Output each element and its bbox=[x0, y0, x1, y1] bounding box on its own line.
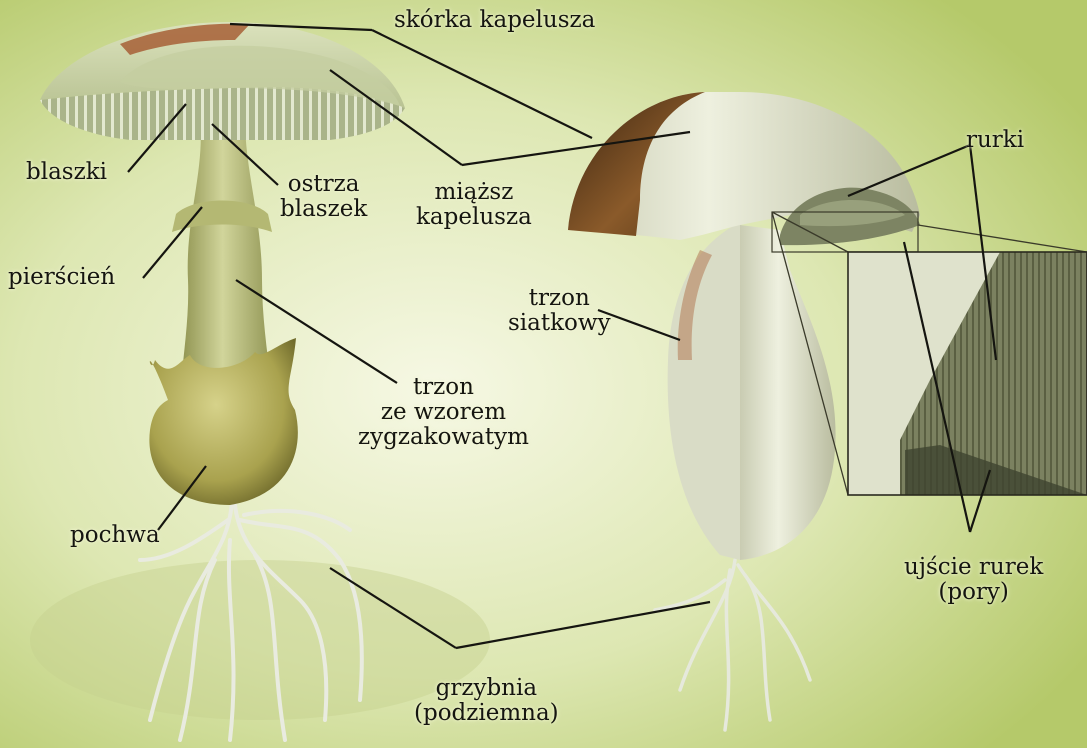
label-grzybnia-line1: grzybnia bbox=[414, 676, 559, 701]
label-trzon-siatkowy: trzon siatkowy bbox=[508, 286, 611, 336]
label-rurki: rurki bbox=[966, 128, 1024, 153]
label-miazsz-line1: miąższ bbox=[416, 180, 532, 205]
label-blaszki: blaszki bbox=[26, 160, 107, 185]
label-trzon-siatkowy-line1: trzon bbox=[508, 286, 611, 311]
label-grzybnia-line2: (podziemna) bbox=[414, 701, 559, 726]
label-ujscie-line2: (pory) bbox=[904, 580, 1043, 605]
label-ujscie-rurek: ujście rurek (pory) bbox=[904, 555, 1043, 605]
label-trzon-zygzak-line3: zygzakowatym bbox=[358, 425, 529, 450]
label-ostrza-blaszek-line1: ostrza bbox=[280, 172, 367, 197]
label-miazsz-kapelusza: miąższ kapelusza bbox=[416, 180, 532, 230]
label-ujscie-line1: ujście rurek bbox=[904, 555, 1043, 580]
label-trzon-siatkowy-line2: siatkowy bbox=[508, 311, 611, 336]
label-ostrza-blaszek: ostrza blaszek bbox=[280, 172, 367, 222]
label-pochwa: pochwa bbox=[70, 523, 160, 548]
label-skorka-kapelusza: skórka kapelusza bbox=[394, 8, 595, 33]
label-miazsz-line2: kapelusza bbox=[416, 205, 532, 230]
label-ostrza-blaszek-line2: blaszek bbox=[280, 197, 367, 222]
label-trzon-zygzak: trzon ze wzorem zygzakowatym bbox=[358, 375, 529, 450]
label-trzon-zygzak-line2: ze wzorem bbox=[358, 400, 529, 425]
label-pierscien: pierścień bbox=[8, 265, 115, 290]
label-trzon-zygzak-line1: trzon bbox=[358, 375, 529, 400]
label-grzybnia: grzybnia (podziemna) bbox=[414, 676, 559, 726]
